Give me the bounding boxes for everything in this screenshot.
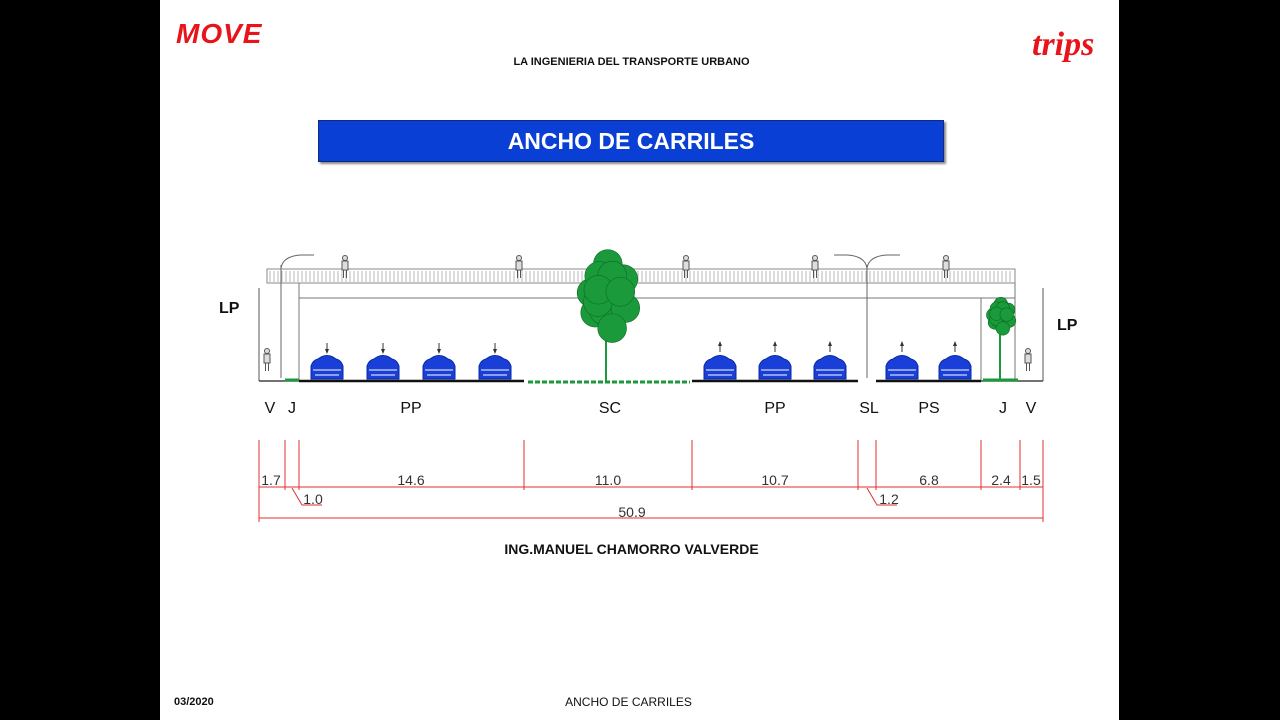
section-label-v: V (265, 400, 276, 417)
person-icon (263, 348, 271, 371)
person-icon (682, 255, 690, 278)
person-icon (942, 255, 950, 278)
section-label-j: J (999, 400, 1007, 417)
car-icon (885, 355, 919, 380)
trips-logo: trips (1032, 26, 1095, 63)
slide-subtitle: LA INGENIERIA DEL TRANSPORTE URBANO (513, 56, 750, 68)
arrow-up-icon (828, 341, 832, 352)
tree-icon (986, 296, 1017, 381)
total-width-value: 50.9 (618, 504, 645, 520)
arrow-down-icon (493, 343, 497, 354)
street-lamp-icon (280, 254, 314, 378)
car-icon (366, 355, 400, 380)
arrow-up-icon (718, 341, 722, 352)
arrow-down-icon (325, 343, 329, 354)
tree-icon (576, 249, 640, 381)
background-fence (266, 268, 1016, 284)
section-width-value: 1.5 (1021, 472, 1041, 488)
boundary-label-left: LP (219, 300, 240, 317)
leader-line (866, 487, 897, 506)
person-icon (341, 255, 349, 278)
arrow-up-icon (900, 341, 904, 352)
person-icon (515, 255, 523, 278)
person-icon (811, 255, 819, 278)
slide-title: ANCHO DE CARRILES (318, 120, 944, 162)
section-width-value: 1.7 (261, 472, 281, 488)
car-icon (813, 355, 847, 380)
boundary-label-right: LP (1057, 317, 1078, 334)
section-width-value: 10.7 (761, 472, 788, 488)
car-icon (310, 355, 344, 380)
section-label-pp: PP (400, 400, 421, 417)
section-label-v: V (1026, 400, 1037, 417)
arrow-down-icon (381, 343, 385, 354)
section-width-value: 1.2 (879, 491, 899, 507)
footer-title: ANCHO DE CARRILES (565, 695, 692, 709)
author-name: ING.MANUEL CHAMORRO VALVERDE (504, 541, 759, 557)
section-label-pp: PP (764, 400, 785, 417)
section-width-value: 1.0 (303, 491, 323, 507)
car-icon (703, 355, 737, 380)
section-label-ps: PS (918, 400, 939, 417)
car-icon (758, 355, 792, 380)
section-width-value: 11.0 (595, 472, 621, 488)
car-icon (478, 355, 512, 380)
section-width-value: 6.8 (919, 472, 939, 488)
slide-date: 03/2020 (174, 696, 214, 708)
person-icon (1024, 348, 1032, 371)
leader-line (291, 487, 322, 506)
car-icon (422, 355, 456, 380)
move-logo: MOVE (176, 18, 263, 49)
arrow-up-icon (773, 341, 777, 352)
street-lamp-icon (834, 254, 900, 378)
arrow-up-icon (953, 341, 957, 352)
arrow-down-icon (437, 343, 441, 354)
section-width-value: 2.4 (991, 472, 1011, 488)
section-width-value: 14.6 (397, 472, 424, 488)
section-label-j: J (288, 400, 296, 417)
car-icon (938, 355, 972, 380)
section-label-sc: SC (599, 400, 621, 417)
section-label-sl: SL (859, 400, 879, 417)
